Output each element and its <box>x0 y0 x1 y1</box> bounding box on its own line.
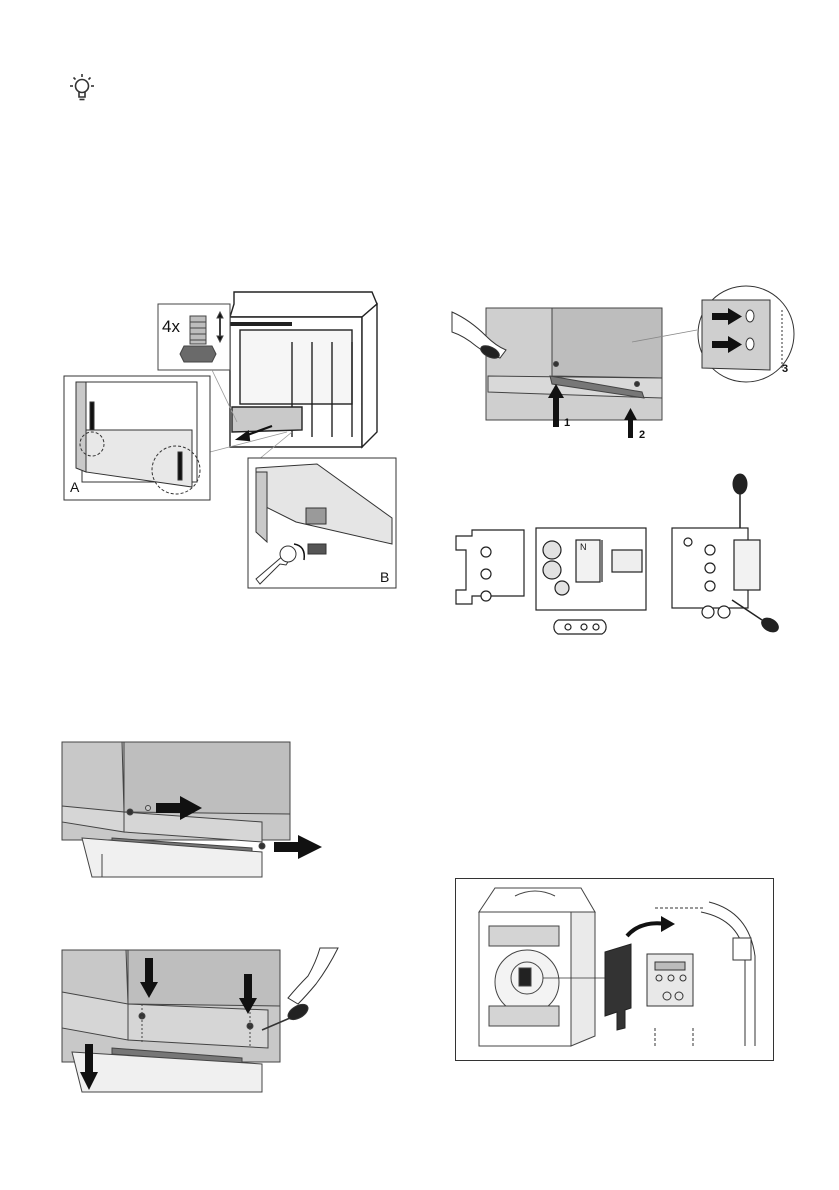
cooker-illustration <box>227 292 377 447</box>
plinth-fit-figure <box>62 944 338 1094</box>
screwdriver-bottom <box>732 600 781 635</box>
plinth-slide-figure <box>62 742 326 882</box>
label-3: 3 <box>782 363 788 375</box>
rear-cover-figure <box>455 878 775 1062</box>
inset-a <box>64 376 210 500</box>
screwdriver-top <box>733 474 747 528</box>
label-1: 1 <box>564 417 570 429</box>
plinth-removal-figure: 1 2 3 <box>452 280 792 440</box>
tip-lightbulb-icon <box>64 72 100 106</box>
inset-b-label: B <box>380 569 389 585</box>
inset-a-label: A <box>70 479 80 495</box>
zoom-detail <box>698 286 794 382</box>
terminal-block-figure: N <box>452 470 792 640</box>
terminal-module <box>647 954 693 1006</box>
install-figure: 4x A B <box>62 282 402 602</box>
foot-inset <box>158 304 230 370</box>
count-label: 4x <box>162 317 180 336</box>
inset-b <box>248 458 396 588</box>
label-2: 2 <box>639 429 645 441</box>
terminal-n-marking: N <box>580 542 587 552</box>
